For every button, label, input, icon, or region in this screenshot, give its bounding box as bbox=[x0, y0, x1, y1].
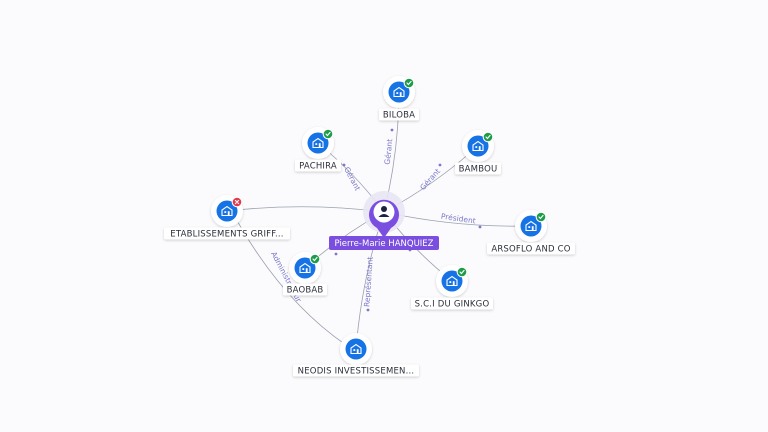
edge-etablissements bbox=[226, 206, 385, 213]
active-check-icon bbox=[456, 266, 468, 278]
edge-arrow-marker bbox=[390, 128, 394, 132]
company-name: S.C.I DU GINKGO bbox=[415, 300, 490, 310]
company-node-bambou[interactable]: BAMBOU bbox=[455, 130, 501, 175]
edge-arrow-marker bbox=[366, 308, 370, 312]
company-name: ARSOFLO AND CO bbox=[491, 245, 570, 255]
building-icon bbox=[312, 137, 324, 149]
company-node-pachira[interactable]: PACHIRA bbox=[295, 127, 341, 172]
company-node-disc bbox=[345, 338, 367, 360]
company-label-bg bbox=[411, 297, 493, 310]
company-node-disc bbox=[388, 81, 410, 103]
edge-arrow-marker bbox=[334, 252, 338, 256]
company-name: BAOBAB bbox=[287, 286, 324, 296]
building-icon bbox=[221, 205, 233, 217]
active-check-icon bbox=[482, 131, 494, 143]
company-name: BILOBA bbox=[383, 111, 415, 121]
edge-label-pachira: Gérant bbox=[342, 165, 362, 192]
person-name: Pierre-Marie HANQUIEZ bbox=[335, 239, 434, 249]
company-node-disc bbox=[467, 135, 489, 157]
edge-arrow-marker bbox=[438, 163, 442, 167]
company-label-bg bbox=[455, 162, 501, 175]
company-name: ETABLISSEMENTS GRIFF... bbox=[170, 230, 283, 240]
building-icon bbox=[525, 220, 537, 232]
active-check-icon bbox=[322, 128, 334, 140]
active-check-icon bbox=[535, 211, 547, 223]
company-node-sci-du-ginkgo[interactable]: S.C.I DU GINKGO bbox=[411, 265, 493, 310]
person-label-bg bbox=[329, 236, 439, 250]
company-node-disc bbox=[441, 270, 463, 292]
company-label-bg bbox=[293, 364, 419, 377]
nodes-layer: BILOBA PACHIRA BAMBOU ETABLISSEMENTS GRIFF.… bbox=[164, 76, 575, 377]
building-icon bbox=[393, 86, 405, 98]
company-node-arsoflo[interactable]: ARSOFLO AND CO bbox=[487, 210, 575, 255]
company-label-bg bbox=[487, 242, 575, 255]
company-node-etablissements[interactable]: ETABLISSEMENTS GRIFF... bbox=[164, 195, 290, 240]
edge-arrow-marker bbox=[478, 225, 482, 229]
building-icon bbox=[350, 343, 362, 355]
company-node-disc bbox=[294, 257, 316, 279]
company-name: BAMBOU bbox=[459, 165, 498, 175]
active-check-icon bbox=[403, 77, 415, 89]
edge-label-bambou: Gérant bbox=[418, 167, 442, 192]
closed-cross-icon bbox=[231, 196, 243, 208]
company-node-baobab[interactable]: BAOBAB bbox=[283, 252, 327, 296]
edge-label-neodis: Représentant bbox=[362, 256, 374, 307]
person-icon bbox=[378, 206, 390, 217]
company-name: NEODIS INVESTISSEMEN... bbox=[298, 367, 415, 377]
company-label-bg bbox=[164, 227, 290, 240]
building-icon bbox=[472, 140, 484, 152]
edge-arrow-marker bbox=[342, 163, 346, 167]
company-label-bg bbox=[283, 283, 327, 296]
company-name: PACHIRA bbox=[299, 162, 337, 172]
active-check-icon bbox=[309, 253, 321, 265]
company-label-bg bbox=[379, 108, 419, 121]
company-node-disc bbox=[216, 200, 238, 222]
building-icon bbox=[446, 275, 458, 287]
building-icon bbox=[299, 262, 311, 274]
edge-label-biloba: Gérant bbox=[383, 138, 395, 165]
company-node-biloba[interactable]: BILOBA bbox=[379, 76, 419, 121]
company-node-neodis[interactable]: NEODIS INVESTISSEMEN... bbox=[293, 333, 419, 377]
company-node-disc bbox=[520, 215, 542, 237]
center-person-node[interactable]: Pierre-Marie HANQUIEZ bbox=[329, 191, 439, 250]
company-label-bg bbox=[295, 159, 341, 172]
company-node-disc bbox=[307, 132, 329, 154]
